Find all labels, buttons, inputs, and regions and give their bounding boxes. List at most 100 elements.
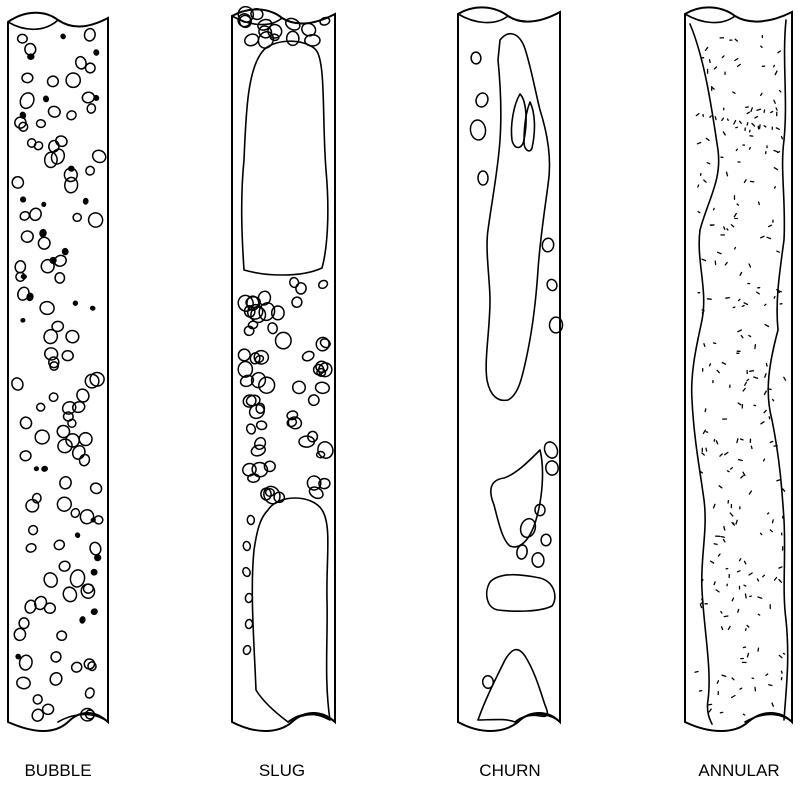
droplet xyxy=(735,39,737,41)
small-bubble-dot xyxy=(90,305,96,311)
bubble xyxy=(22,73,34,83)
droplet xyxy=(716,590,719,592)
bubble xyxy=(296,282,307,294)
bubble xyxy=(87,661,97,671)
droplet xyxy=(733,92,735,93)
droplet xyxy=(743,647,745,648)
bubble xyxy=(43,347,59,362)
droplet xyxy=(710,60,711,63)
droplet xyxy=(738,64,741,66)
droplet xyxy=(720,454,722,456)
slug-pipe xyxy=(232,5,335,731)
droplet xyxy=(769,685,772,686)
droplet xyxy=(743,714,744,715)
bubble xyxy=(469,119,487,141)
droplet xyxy=(731,468,733,469)
droplet xyxy=(698,185,699,187)
bubble xyxy=(482,675,494,689)
bubble xyxy=(531,552,544,567)
droplet xyxy=(722,675,726,676)
bubble xyxy=(48,391,60,402)
droplet xyxy=(773,399,774,400)
droplet xyxy=(696,114,699,116)
bubble xyxy=(62,351,73,361)
droplet xyxy=(741,336,743,338)
droplet xyxy=(741,476,743,478)
bubble xyxy=(78,432,93,447)
droplet xyxy=(714,504,716,508)
droplet xyxy=(766,364,767,367)
droplet xyxy=(774,65,775,66)
bubble xyxy=(17,34,27,43)
droplet xyxy=(697,143,700,144)
small-bubble-dot xyxy=(20,274,27,280)
slug-flow-bubbles xyxy=(236,5,335,656)
droplet xyxy=(775,578,777,581)
droplet xyxy=(734,121,736,125)
bubble xyxy=(471,52,482,64)
droplet xyxy=(751,446,752,448)
droplet xyxy=(695,672,698,673)
droplet xyxy=(698,212,700,213)
droplet xyxy=(739,460,743,461)
bubble xyxy=(289,277,300,289)
droplet xyxy=(732,678,734,680)
bubble xyxy=(518,517,537,539)
droplet xyxy=(774,168,777,170)
droplet xyxy=(777,480,780,481)
droplet xyxy=(710,116,711,117)
droplet xyxy=(723,540,725,542)
droplet xyxy=(754,377,758,378)
bubble xyxy=(307,485,325,501)
small-bubble-dot xyxy=(20,196,26,202)
droplet xyxy=(765,304,766,305)
bubble xyxy=(256,420,267,430)
droplet xyxy=(783,653,784,654)
droplet xyxy=(722,118,724,120)
annular-label: ANNULAR xyxy=(698,761,779,780)
droplet xyxy=(758,126,759,129)
droplet xyxy=(726,298,730,299)
droplet xyxy=(728,119,729,120)
bubble xyxy=(19,618,29,629)
droplet xyxy=(714,544,717,545)
droplet xyxy=(716,441,717,444)
droplet xyxy=(763,575,765,577)
churn-pipe xyxy=(458,7,563,731)
droplet xyxy=(735,248,736,250)
droplet xyxy=(768,389,771,390)
bubble xyxy=(64,329,80,344)
droplet xyxy=(732,696,735,698)
bubble xyxy=(275,332,292,349)
bubble xyxy=(34,429,50,445)
droplet xyxy=(702,259,706,260)
droplet xyxy=(761,46,762,47)
droplet xyxy=(774,297,775,299)
droplet xyxy=(734,214,736,217)
droplet xyxy=(781,671,782,673)
bubble xyxy=(81,91,95,103)
droplet xyxy=(761,533,762,534)
bubble xyxy=(36,403,45,411)
droplet xyxy=(728,626,730,629)
bubble xyxy=(61,585,79,603)
bubble xyxy=(42,571,60,590)
droplet xyxy=(768,513,769,514)
bubble xyxy=(70,661,83,674)
droplet xyxy=(731,225,733,227)
small-bubble-dot xyxy=(42,95,49,103)
bubble xyxy=(10,376,25,392)
annular-flow-droplets xyxy=(695,36,786,715)
bubble xyxy=(314,336,331,353)
droplet xyxy=(757,579,758,581)
droplet xyxy=(739,299,741,300)
bubble xyxy=(267,322,278,335)
droplet xyxy=(774,151,777,152)
bubble xyxy=(28,206,43,222)
droplet xyxy=(764,410,766,412)
bubble xyxy=(42,328,60,346)
droplet xyxy=(758,648,759,651)
droplet xyxy=(783,489,785,491)
bubble xyxy=(245,423,256,435)
